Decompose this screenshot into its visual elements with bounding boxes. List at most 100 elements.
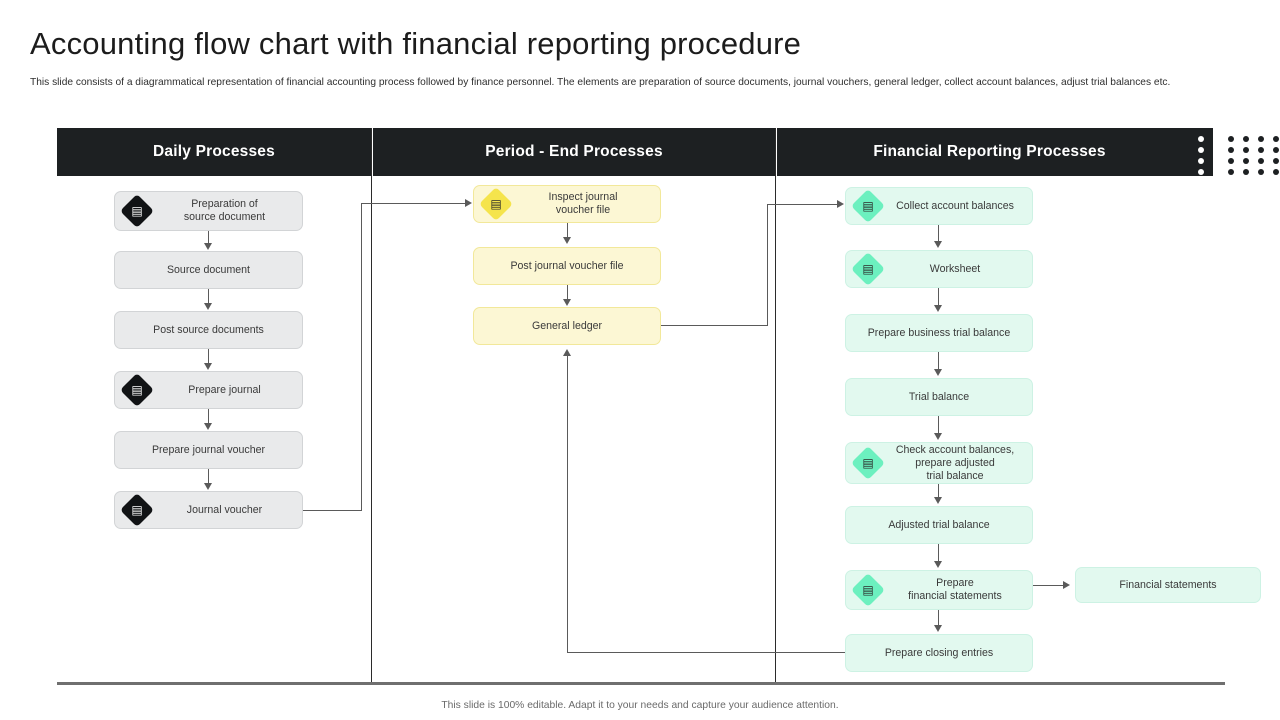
node-check-account-balances[interactable]: ▤ Check account balances, prepare adjust… [845, 442, 1033, 484]
decoration-dot [1258, 169, 1264, 175]
node-general-ledger[interactable]: General ledger [473, 307, 661, 345]
arrow-daily-4 [204, 423, 212, 430]
connector-bridge-daily-period-h1 [303, 510, 362, 512]
decoration-dot [1198, 158, 1204, 164]
decoration-dot [1228, 147, 1234, 153]
node-label: Preparation of source document [183, 198, 266, 223]
node-worksheet[interactable]: ▤ Worksheet [845, 250, 1033, 288]
connector-rep-6 [938, 544, 940, 562]
decoration-dot [1258, 158, 1264, 164]
decoration-dot [1243, 169, 1249, 175]
column-header-bar: Daily Processes Period - End Processes F… [57, 128, 1202, 176]
dot-grid-decoration [1196, 128, 1280, 176]
decoration-dot [1273, 158, 1279, 164]
node-prepare-closing-entries[interactable]: Prepare closing entries [845, 634, 1033, 672]
node-label: General ledger [531, 319, 603, 332]
page-title: Accounting flow chart with financial rep… [30, 26, 802, 61]
balance-scale-icon: ▤ [851, 189, 885, 223]
node-post-source-documents[interactable]: Post source documents [114, 311, 303, 349]
node-post-journal-voucher-file[interactable]: Post journal voucher file [473, 247, 661, 285]
connector-feedback-v [567, 356, 569, 653]
voucher-icon: ▤ [120, 493, 154, 527]
node-label: Check account balances, prepare adjusted… [895, 443, 1015, 482]
node-preparation-of-source-document[interactable]: ▤ Preparation of source document [114, 191, 303, 231]
arrow-rep-6 [934, 561, 942, 568]
slide-footer-note: This slide is 100% editable. Adapt it to… [441, 700, 839, 711]
decoration-dot [1228, 169, 1234, 175]
node-financial-statements[interactable]: Financial statements [1075, 567, 1261, 603]
decoration-dot [1243, 147, 1249, 153]
node-label: Collect account balances [896, 199, 1014, 212]
node-label: Prepare journal voucher [151, 443, 266, 456]
arrow-rep-1 [934, 241, 942, 248]
node-label: Adjusted trial balance [888, 518, 990, 531]
node-label: Source document [166, 263, 251, 276]
node-journal-voucher[interactable]: ▤ Journal voucher [114, 491, 303, 529]
node-prepare-journal-voucher[interactable]: Prepare journal voucher [114, 431, 303, 469]
connector-bridge-daily-period-v [361, 203, 363, 511]
column-divider-1 [370, 128, 372, 683]
arrow-daily-2 [204, 303, 212, 310]
connector-rep-4 [938, 416, 940, 434]
node-prepare-financial-statements[interactable]: ▤ Prepare financial statements [845, 570, 1033, 610]
node-label: Journal voucher [186, 503, 263, 516]
node-trial-balance[interactable]: Trial balance [845, 378, 1033, 416]
column-header-reporting: Financial Reporting Processes [873, 143, 1106, 160]
decoration-dot [1198, 169, 1204, 175]
decoration-dot [1228, 158, 1234, 164]
arrow-rep-4 [934, 433, 942, 440]
arrow-rep-2 [934, 305, 942, 312]
connector-period-2 [567, 285, 569, 300]
decoration-dot [1273, 169, 1279, 175]
journal-icon: ▤ [120, 373, 154, 407]
column-divider-2 [774, 128, 776, 683]
header-separator-2 [775, 128, 777, 176]
column-header-daily: Daily Processes [153, 143, 275, 160]
connector-feedback-h [567, 652, 846, 654]
node-label: Prepare business trial balance [867, 326, 1011, 339]
connector-rep-1 [938, 225, 940, 242]
node-label: Post journal voucher file [510, 259, 624, 272]
decoration-dot [1258, 147, 1264, 153]
connector-daily-2 [208, 289, 210, 304]
arrow-bridge-daily-period [465, 199, 472, 207]
arrow-rep-7 [934, 625, 942, 632]
connector-rep-7 [938, 610, 940, 626]
column-header-period: Period - End Processes [485, 143, 663, 160]
node-label: Prepare closing entries [884, 646, 994, 659]
connector-bridge-period-reporting-v [767, 204, 769, 326]
connector-daily-4 [208, 409, 210, 424]
connector-rep-3 [938, 352, 940, 370]
node-label: Inspect journal voucher file [548, 191, 618, 216]
arrow-rep-5 [934, 497, 942, 504]
flowchart-frame: Daily Processes Period - End Processes F… [57, 128, 1279, 685]
arrow-daily-3 [204, 363, 212, 370]
connector-side-branch [1033, 585, 1065, 587]
node-prepare-journal[interactable]: ▤ Prepare journal [114, 371, 303, 409]
node-adjusted-trial-balance[interactable]: Adjusted trial balance [845, 506, 1033, 544]
node-label: Financial statements [1119, 578, 1217, 591]
node-source-document[interactable]: Source document [114, 251, 303, 289]
node-prepare-business-trial-balance[interactable]: Prepare business trial balance [845, 314, 1033, 352]
bottom-rule [57, 682, 1225, 685]
decoration-dot [1258, 136, 1264, 142]
arrow-feedback-up [563, 349, 571, 356]
decoration-dot [1243, 136, 1249, 142]
decoration-dot [1198, 136, 1204, 142]
connector-rep-5 [938, 484, 940, 498]
connector-bridge-daily-period-h2 [361, 203, 467, 205]
arrow-side-branch [1063, 581, 1070, 589]
connector-daily-1 [208, 231, 210, 244]
header-separator-1 [371, 128, 373, 176]
arrow-period-2 [563, 299, 571, 306]
node-collect-account-balances[interactable]: ▤ Collect account balances [845, 187, 1033, 225]
source-document-icon: ▤ [120, 194, 154, 228]
node-inspect-journal-voucher-file[interactable]: ▤ Inspect journal voucher file [473, 185, 661, 223]
arrow-daily-5 [204, 483, 212, 490]
decoration-dot [1273, 147, 1279, 153]
financial-statements-icon: ▤ [851, 573, 885, 607]
decoration-dot [1213, 169, 1219, 175]
worksheet-icon: ▤ [851, 252, 885, 286]
decoration-dot [1228, 136, 1234, 142]
